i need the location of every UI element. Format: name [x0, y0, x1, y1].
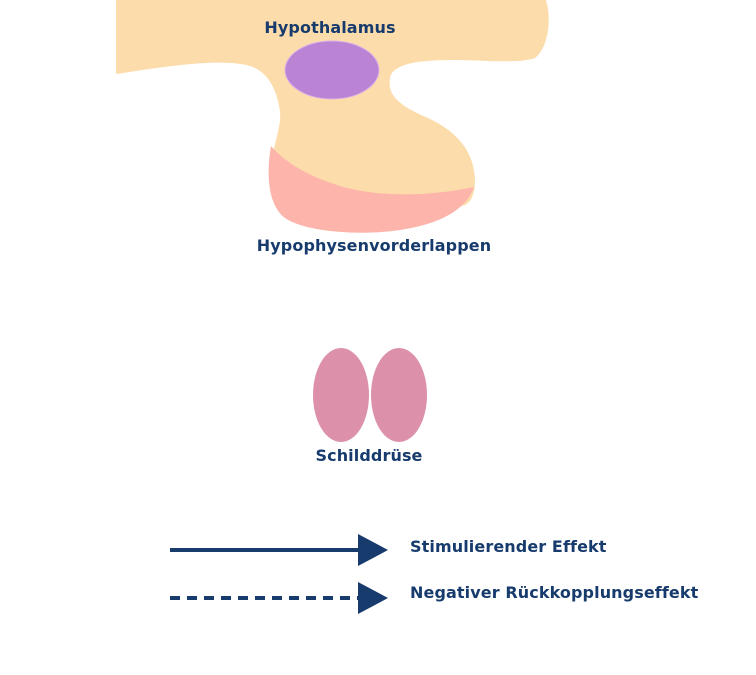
thyroid-right-lobe: [371, 348, 427, 442]
negative-feedback-arrow-head: [358, 582, 388, 614]
hypothalamus-shape: [284, 40, 380, 100]
thyroid-left-lobe: [313, 348, 369, 442]
pituitary-label: Hypophysenvorderlappen: [256, 236, 492, 255]
legend-negative-feedback-label: Negativer Rückkopplungseffekt: [410, 583, 699, 602]
thyroid-label: Schilddrüse: [315, 446, 423, 465]
brain-tissue-shape: [116, 0, 549, 206]
legend-stimulating-label: Stimulierender Effekt: [410, 537, 607, 556]
hypothalamus-label: Hypothalamus: [264, 18, 396, 37]
pituitary-lobe-shape: [268, 146, 474, 233]
stimulating-arrow-head: [358, 534, 388, 566]
